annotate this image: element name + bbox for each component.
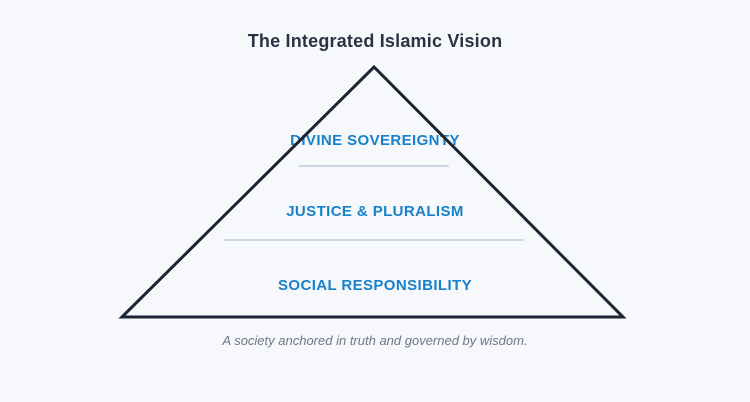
pyramid-level-justice-pluralism: JUSTICE & PLURALISM — [286, 203, 464, 220]
level-divider — [299, 165, 449, 167]
pyramid-level-divine-sovereignty: DIVINE SOVEREIGNTY — [290, 132, 460, 149]
diagram-caption: A society anchored in truth and governed… — [222, 333, 528, 348]
pyramid-level-social-responsibility: SOCIAL RESPONSIBILITY — [278, 277, 472, 294]
page-title: The Integrated Islamic Vision — [247, 31, 503, 51]
level-divider — [224, 239, 524, 241]
